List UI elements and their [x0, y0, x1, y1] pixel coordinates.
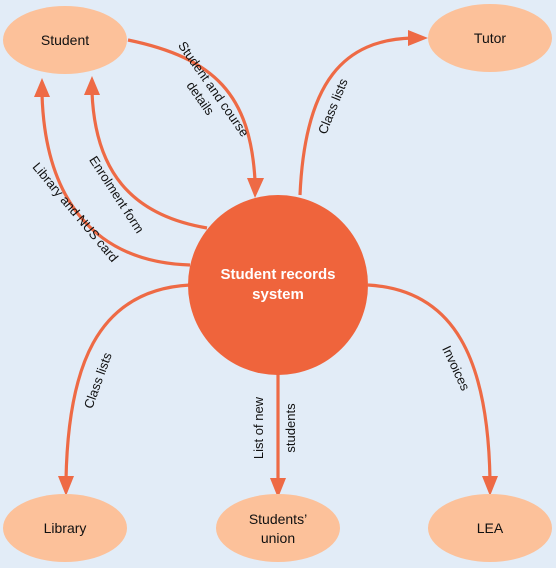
flow-label-new-students-line2: students: [283, 403, 298, 453]
node-lea-label: LEA: [477, 520, 504, 536]
process-label-line2: system: [252, 286, 304, 303]
arrowhead-tutor: [408, 30, 428, 46]
node-tutor: Tutor: [428, 4, 552, 72]
flow-label-new-students: List of new students: [251, 396, 298, 459]
process-student-records-system: Student records system: [188, 195, 368, 375]
node-tutor-label: Tutor: [474, 30, 506, 46]
arrowhead-lea: [482, 476, 498, 496]
arrowhead-union: [270, 478, 286, 498]
node-student-label: Student: [41, 32, 89, 48]
arrow-system-to-student-card: [40, 93, 191, 267]
node-students-union: Students’ union: [216, 494, 340, 562]
flow-label-class-lists-tutor: Class lists: [315, 76, 351, 136]
arrow-system-to-lea: [367, 283, 492, 481]
node-lea: LEA: [428, 494, 552, 562]
node-student: Student: [3, 6, 127, 74]
arrow-system-to-student-enrolment: [90, 91, 208, 230]
node-library-label: Library: [44, 520, 87, 536]
node-library: Library: [3, 494, 127, 562]
arrowhead-student-card: [34, 78, 50, 97]
process-label-line1: Student records: [220, 266, 335, 283]
arrow-student-to-system: [127, 38, 257, 181]
arrowhead-system-input: [247, 178, 264, 198]
node-union-label-line1: Students’: [249, 511, 307, 527]
arrowhead-student-enrolment: [84, 76, 100, 95]
flow-label-new-students-line1: List of new: [251, 396, 266, 459]
arrow-system-to-tutor: [298, 36, 413, 196]
node-union-label-line2: union: [261, 530, 295, 546]
arrowhead-library: [58, 476, 74, 496]
arrow-system-to-library: [64, 283, 191, 481]
